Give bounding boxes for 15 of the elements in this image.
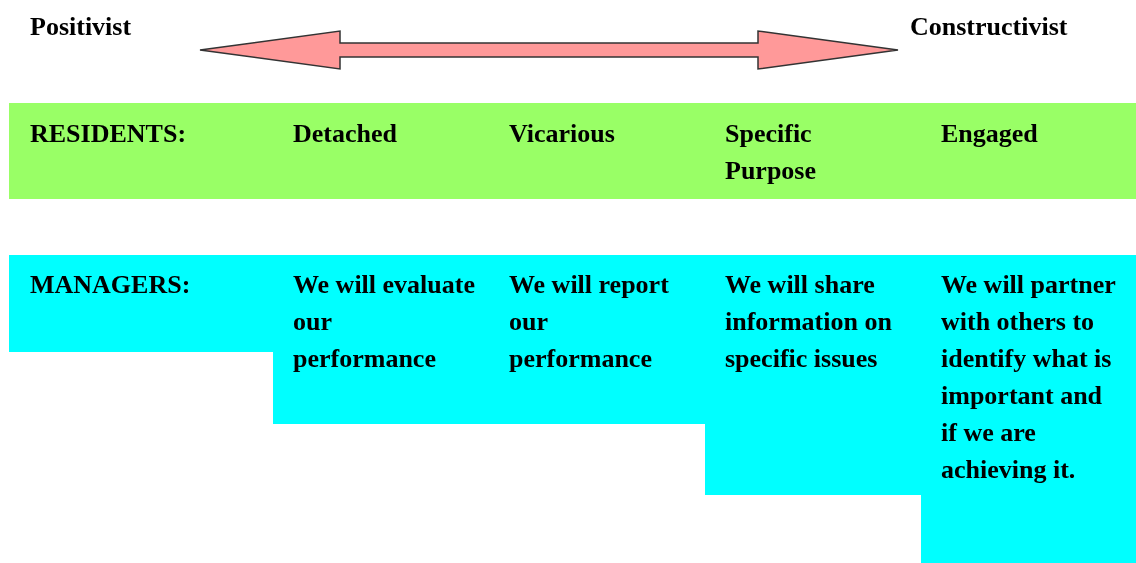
column-label: Vicarious: [509, 118, 616, 150]
row-heading: RESIDENTS:: [30, 118, 188, 150]
band: [9, 103, 1136, 199]
statement-text: We will partner with others to identify what is important and if we are achieving it.: [941, 269, 1117, 486]
statement-text: We will evaluate our performance: [293, 269, 476, 375]
pole-label: Positivist: [30, 11, 133, 43]
double-arrow: [199, 30, 899, 70]
stepped-band: [9, 255, 1136, 563]
pole-label: Constructivist: [910, 11, 1069, 43]
statement-text: We will report our performance: [509, 269, 670, 375]
column-label: Specific Purpose: [725, 118, 817, 187]
column-label: Engaged: [941, 118, 1039, 150]
statement-text: We will share information on specific issues: [725, 269, 893, 375]
column-label: Detached: [293, 118, 398, 150]
row-heading: MANAGERS:: [30, 269, 192, 301]
